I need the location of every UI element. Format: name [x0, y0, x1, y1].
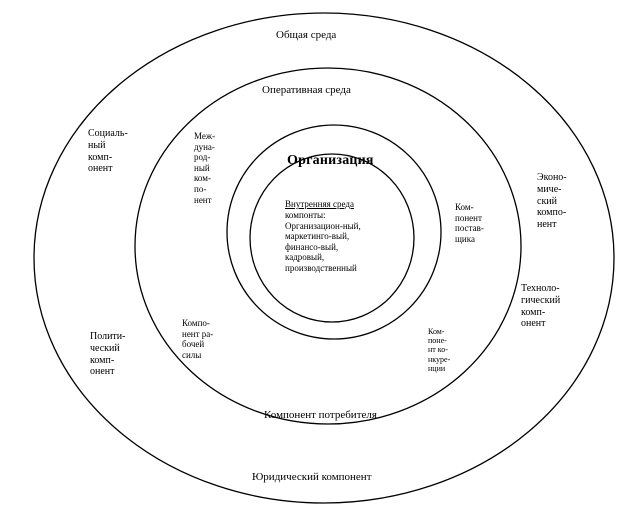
competition-component-label: Ком- поне- нт ко- нкуре- нции	[428, 327, 451, 373]
organization-ellipse	[226, 124, 442, 340]
international-component-label: Меж- дуна- род- ный ком- по- нент	[194, 131, 216, 205]
operational-environment-label: Оперативная среда	[262, 84, 351, 96]
operational-environment-ellipse	[134, 67, 522, 425]
supplier-component-label: Ком- понент постав- щика	[455, 202, 484, 244]
technological-component-label: Техноло- гический комп- онент	[521, 283, 561, 330]
labor-component-label: Компо- нент ра- бочей силы	[182, 318, 214, 360]
general-environment-label: Общая среда	[276, 29, 337, 41]
economic-component-label: Эконо- миче- ский компо- нент	[537, 172, 567, 231]
internal-environment-heading: Внутренняя среда	[285, 199, 354, 209]
social-component-label: Социаль- ный комп- онент	[88, 128, 128, 175]
general-environment-ellipse	[33, 12, 615, 504]
internal-environment-ellipse	[249, 153, 415, 323]
internal-environment-components: компонты: Организацион-ный, маркетинго-в…	[285, 210, 361, 274]
consumer-component-label: Компонент потребителя	[264, 409, 377, 421]
legal-component-label: Юридический компонент	[252, 471, 372, 483]
political-component-label: Полити- ческий комп- онент	[90, 331, 126, 378]
organization-title: Организация	[287, 153, 374, 168]
